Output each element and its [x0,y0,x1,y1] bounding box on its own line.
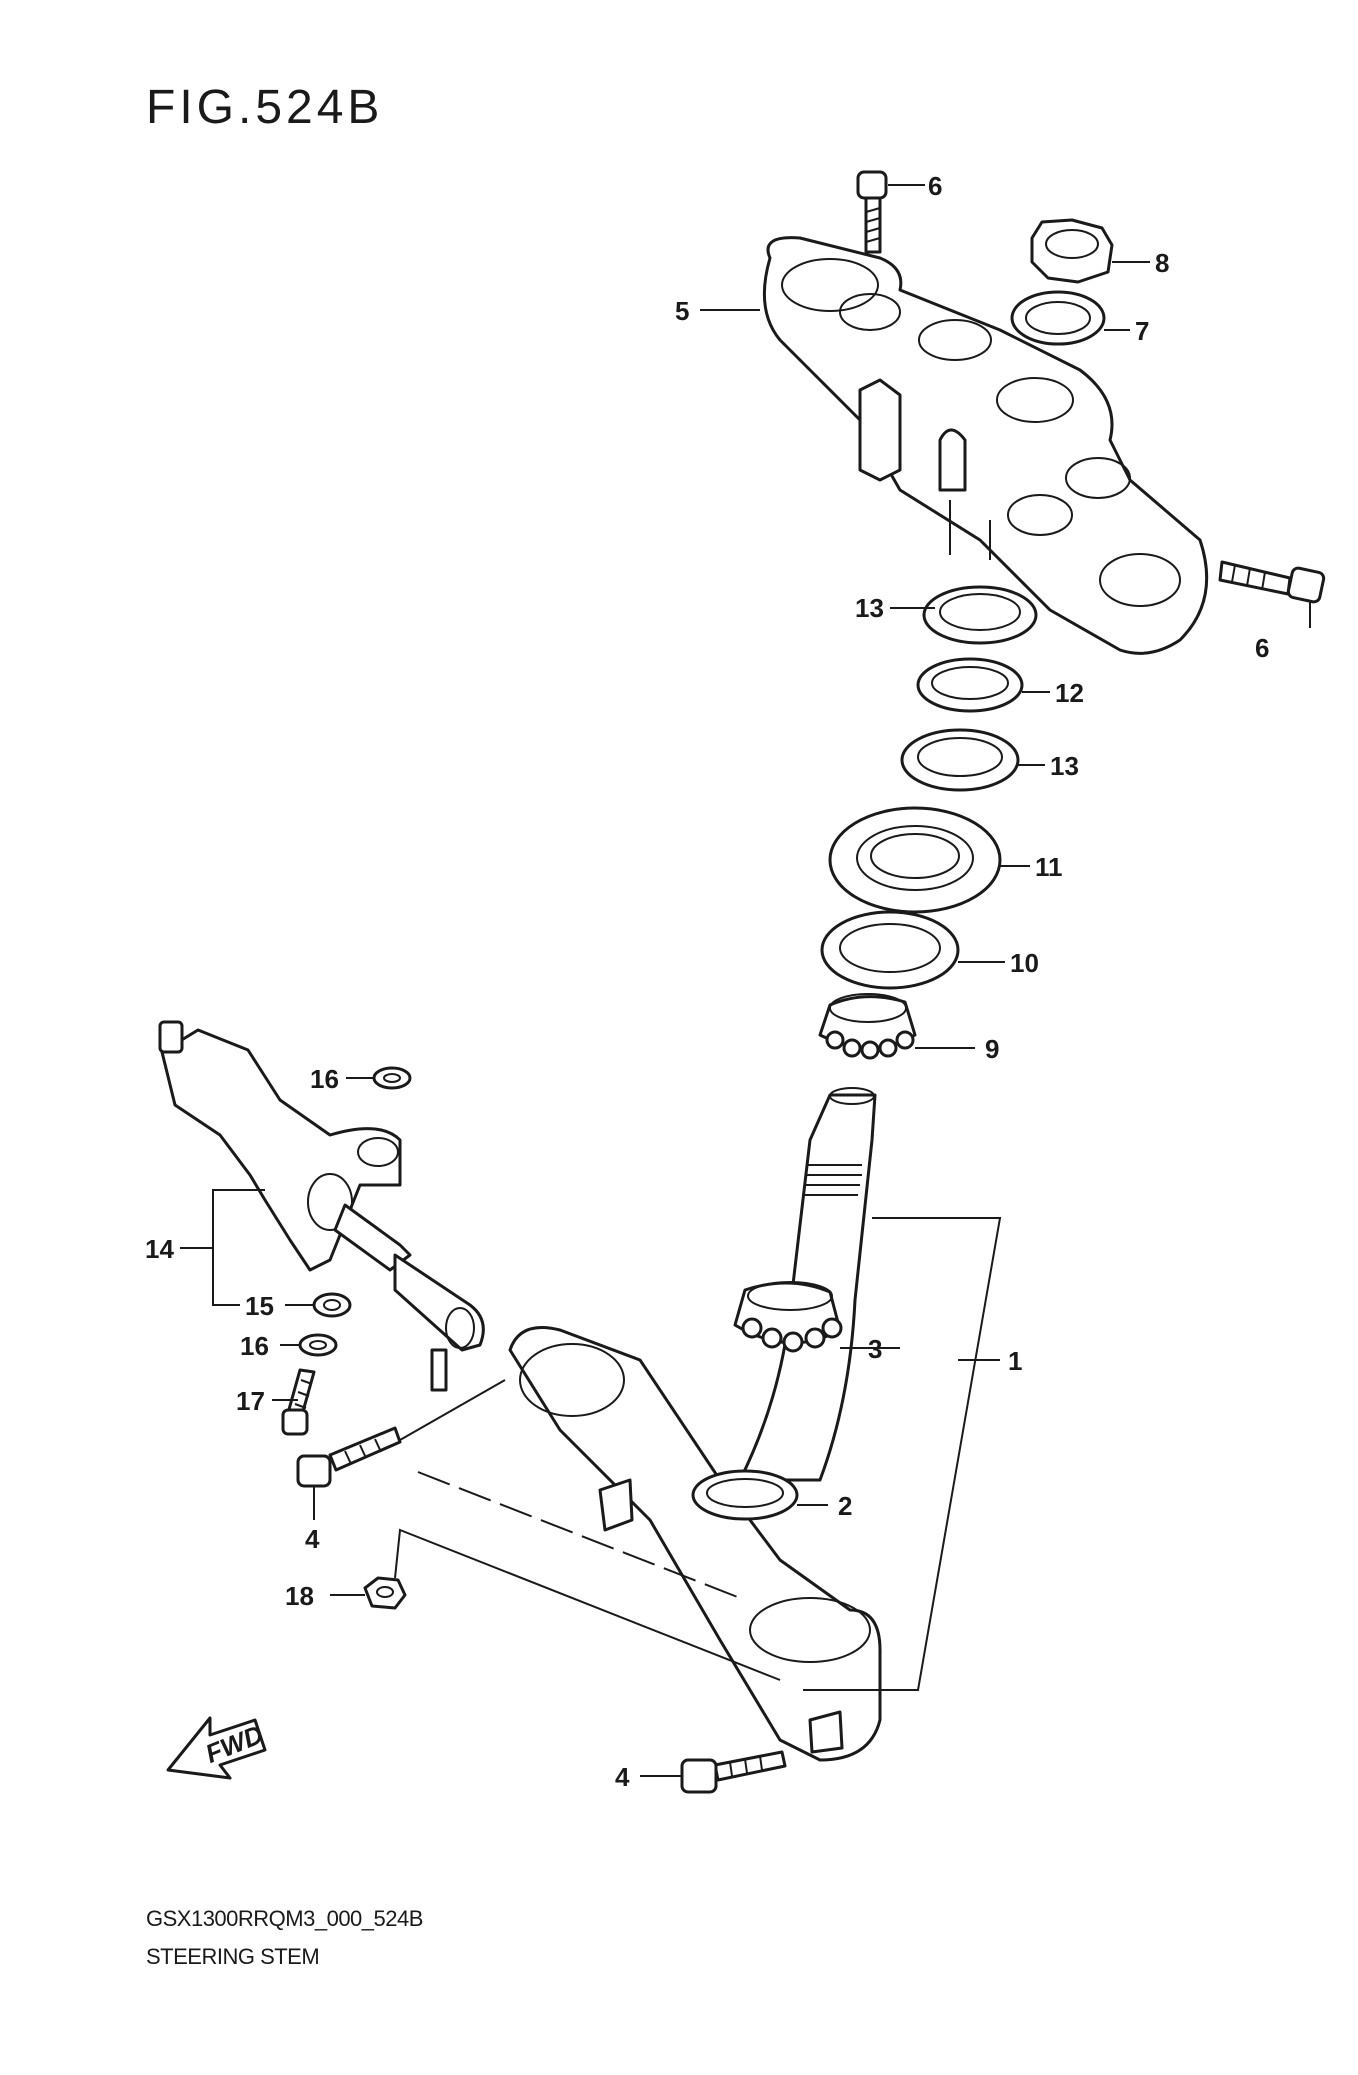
part-10-bearing-race[interactable] [820,910,960,990]
part-13-lower-lock-nut[interactable] [900,728,1020,792]
diagram-footer: GSX1300RRQM3_000_524B STEERING STEM [146,1900,423,1976]
part-6-top-bolt[interactable] [856,170,888,254]
callout-13-lower: 13 [1050,751,1079,781]
figure-title: FIG.524B [146,81,384,134]
callout-18: 18 [285,1581,314,1611]
part-8-steering-stem-nut[interactable] [1030,218,1114,284]
callout-3: 3 [868,1334,882,1364]
part-16-lower-washer[interactable] [298,1333,338,1357]
callout-7: 7 [1135,316,1149,346]
part-11-dust-seal[interactable] [828,806,1002,914]
part-5-upper-bracket[interactable] [762,236,1209,655]
part-18-nut[interactable] [363,1576,407,1610]
part-15-bush[interactable] [312,1292,352,1318]
part-12-lock-washer[interactable] [916,657,1024,713]
callout-13-upper: 13 [855,593,884,623]
callout-15: 15 [245,1291,274,1321]
callout-8: 8 [1155,248,1169,278]
callout-9: 9 [985,1034,999,1064]
model-code: GSX1300RRQM3_000_524B [146,1906,423,1931]
part-1-steering-stem-assembly[interactable] [508,1087,882,1762]
callout-5: 5 [675,296,689,326]
callout-17: 17 [236,1386,265,1416]
forward-direction-arrow: FWD [166,1716,268,1780]
part-7-washer[interactable] [1010,290,1106,346]
part-4-upper-bolt[interactable] [296,1426,402,1488]
part-2-lower-seal[interactable] [691,1469,799,1521]
part-17-bolt[interactable] [281,1368,316,1436]
callout-10: 10 [1010,948,1039,978]
part-4-lower-bolt[interactable] [680,1750,787,1794]
callout-14: 14 [145,1234,174,1264]
part-3-lower-bearing[interactable] [733,1281,843,1353]
part-6-side-bolt[interactable] [1218,560,1326,604]
callout-11: 11 [1035,852,1063,882]
part-14-steering-damper[interactable] [158,1020,485,1392]
part-13-upper-lock-nut[interactable] [922,585,1038,645]
callout-16-lower: 16 [240,1331,269,1361]
callout-1: 1 [1008,1346,1022,1376]
callout-4-upper: 4 [305,1524,320,1554]
part-16-upper-washer[interactable] [372,1066,412,1090]
callout-12: 12 [1055,678,1084,708]
callout-4-lower: 4 [615,1762,630,1792]
section-name: STEERING STEM [146,1944,320,1969]
callout-16-upper: 16 [310,1064,339,1094]
callout-6-side: 6 [1255,633,1269,663]
part-9-upper-bearing[interactable] [818,993,917,1060]
callout-2: 2 [838,1491,852,1521]
callout-6-top: 6 [928,171,942,201]
